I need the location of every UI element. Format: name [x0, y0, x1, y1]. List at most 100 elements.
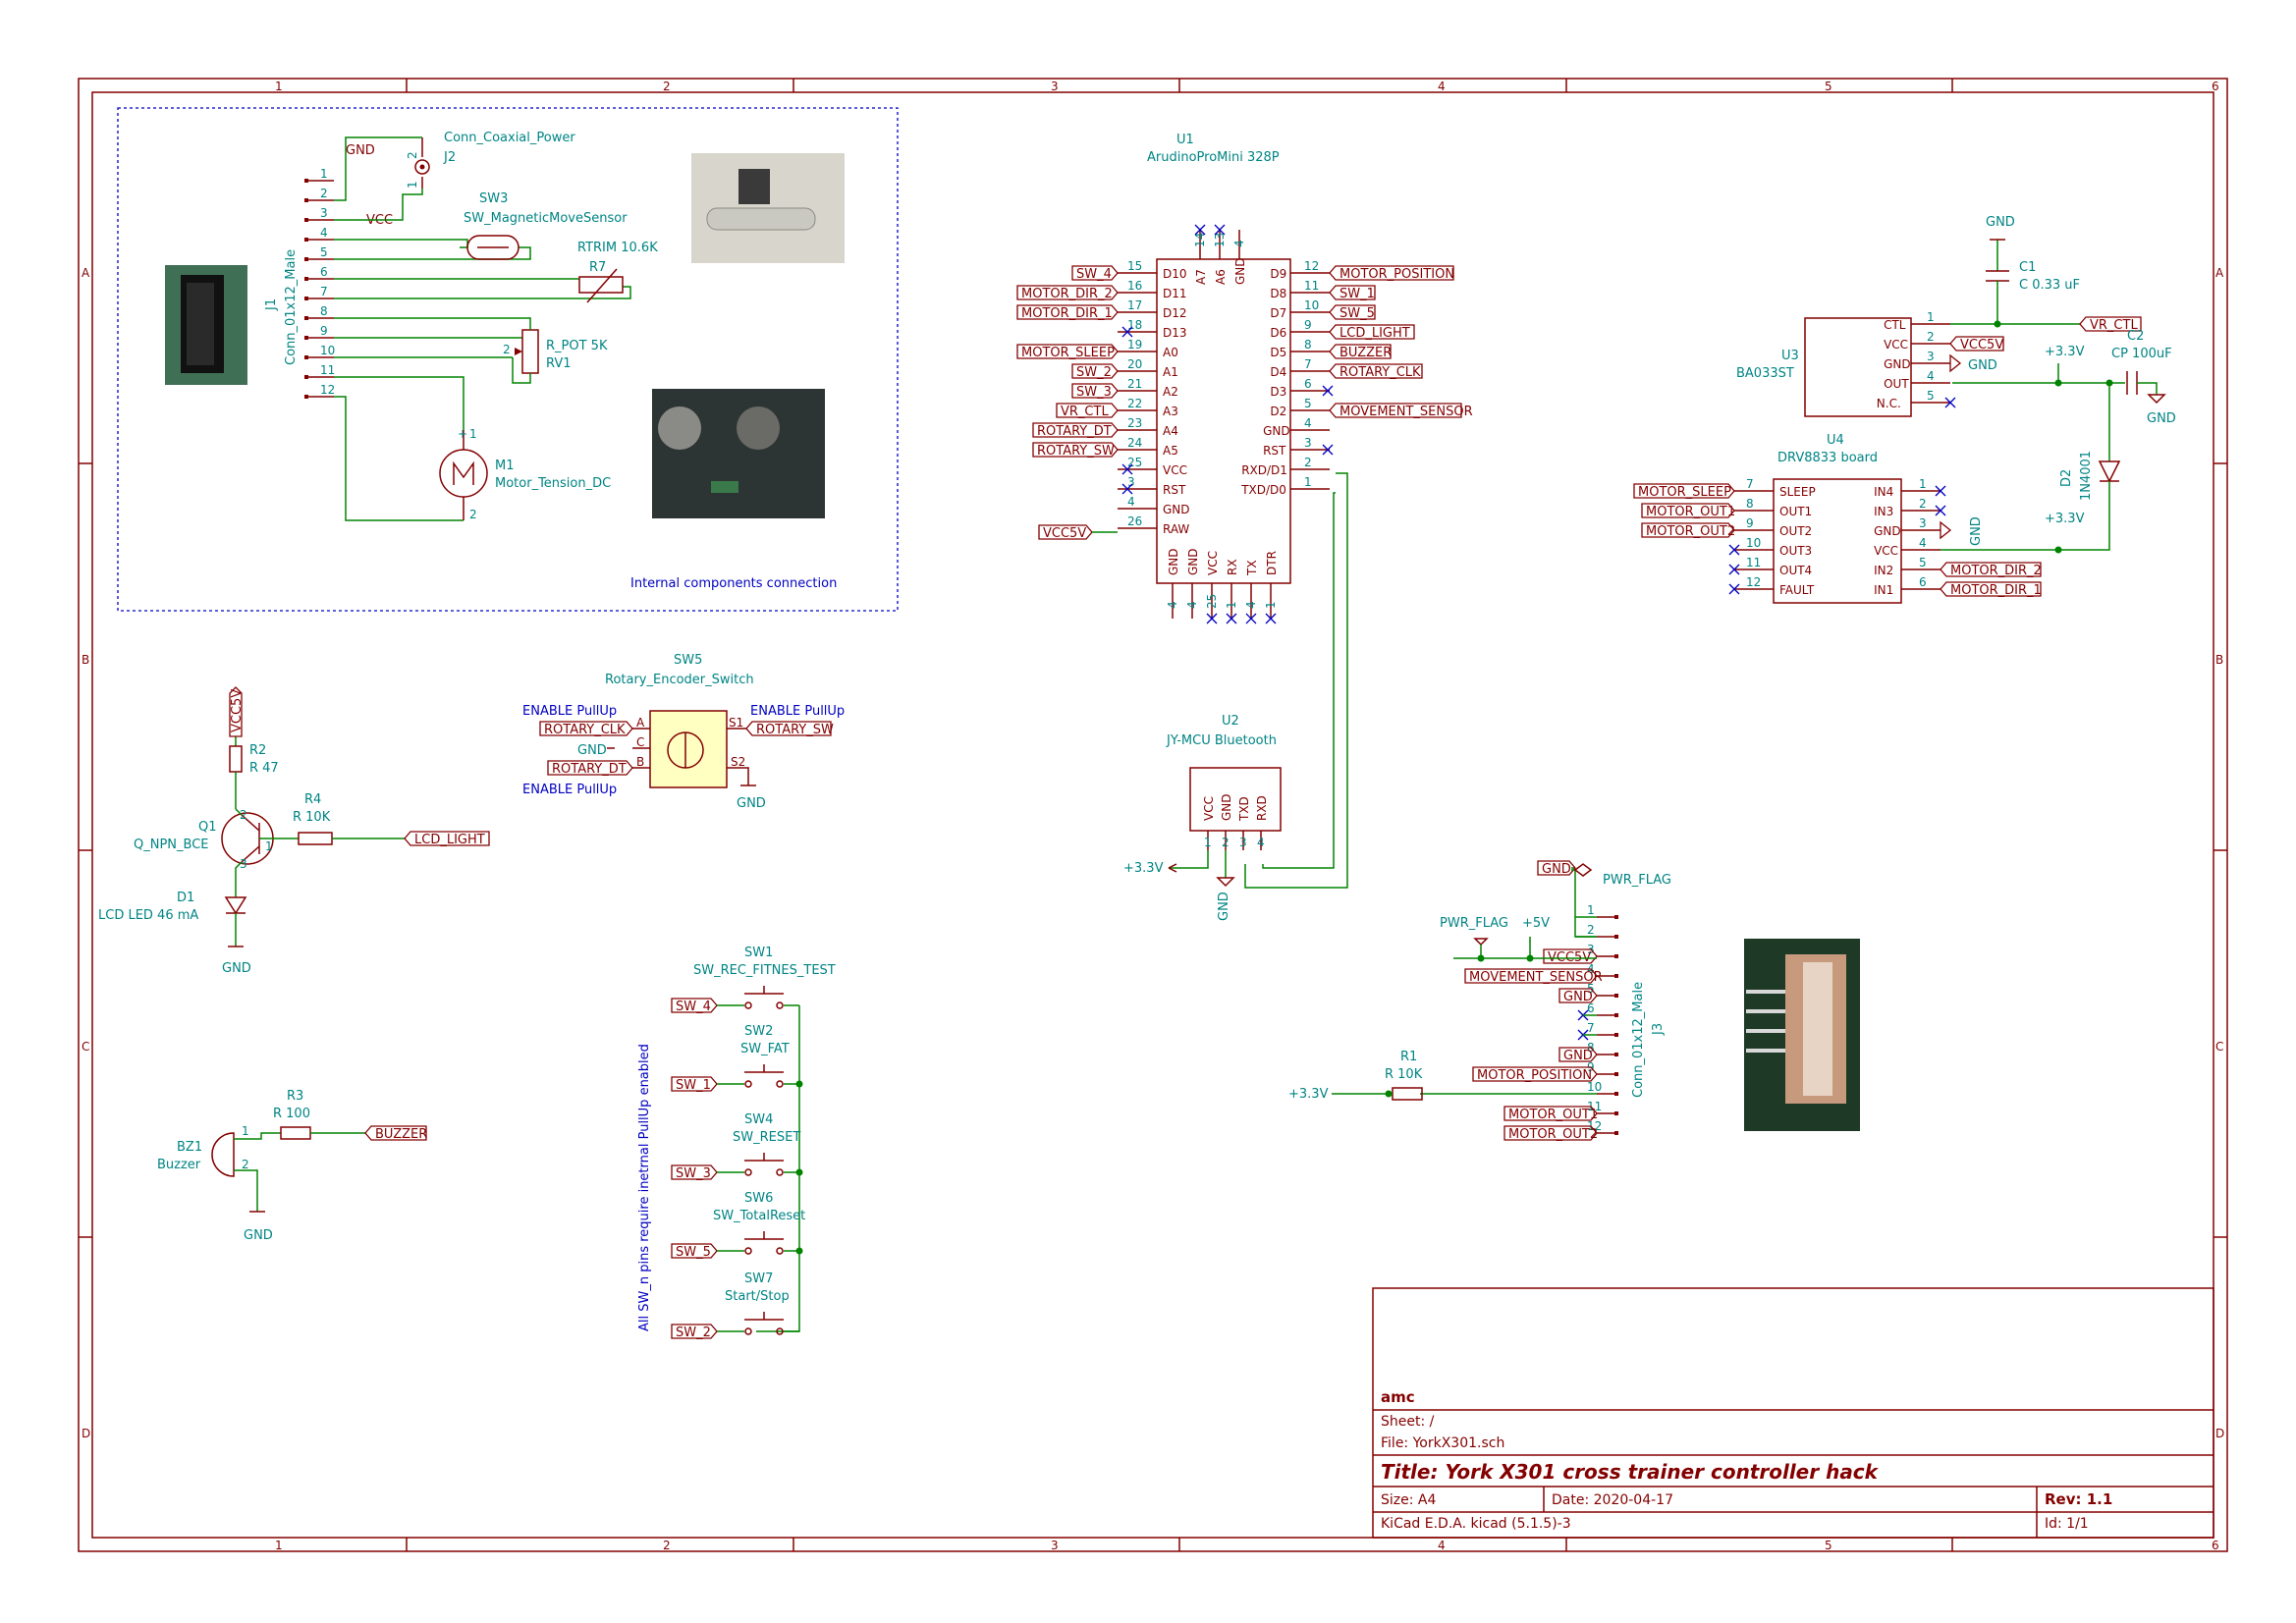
- switches-note: All SW_n pins require inetrnal PullUp en…: [637, 1044, 652, 1331]
- u4-left-pin-number: 8: [1746, 497, 1754, 511]
- u1-top-pin-number: 13: [1213, 233, 1227, 247]
- switch-ref: SW7: [744, 1271, 773, 1286]
- u1-right-pin-name: RXD/D1: [1241, 463, 1287, 477]
- bz1-ref: BZ1: [177, 1140, 202, 1155]
- u1-left-pin-number: 22: [1127, 397, 1142, 410]
- switch-label-sw_1-shape: [671, 1076, 718, 1092]
- j2-value: Conn_Coaxial_Power: [444, 131, 575, 145]
- u1-bottom-pin-name: DTR: [1265, 551, 1279, 575]
- j3-label-vcc5v-3-shape: [1543, 948, 1598, 964]
- u1-label-sw_4: SW_4: [1076, 267, 1112, 282]
- switch-label-sw_4-shape: [671, 998, 718, 1013]
- col-label-top-1: 1: [275, 80, 283, 93]
- u1-left-pin-number: 19: [1127, 338, 1142, 352]
- u1-left-pin-name: A5: [1163, 444, 1178, 458]
- u1-right-pin-number: 3: [1304, 436, 1312, 450]
- m1-motor: + 1 2 M1 Motor_Tension_DC: [439, 427, 611, 521]
- j1-pin-number: 6: [320, 265, 328, 279]
- sw3-value: SW_MagneticMoveSensor: [464, 211, 628, 226]
- sw5-label-rotary-clk-shape: [539, 721, 633, 736]
- bz1-pin1: 1: [242, 1124, 249, 1138]
- u1-label-motor_dir_1: MOTOR_DIR_1: [1021, 306, 1113, 321]
- wire-u1-rxd-u2: [1244, 472, 1348, 889]
- rv1-ref: RV1: [546, 356, 572, 371]
- j3-pin-number: 2: [1587, 923, 1595, 937]
- u4-right-pin-name: IN1: [1874, 583, 1893, 597]
- internal-wires: [334, 136, 631, 521]
- u3-pin-name: N.C.: [1877, 397, 1901, 410]
- frame-column-labels: 1 2 3 4 5 6 1 2 3 4 5 6 A B C D A B C D: [82, 80, 2224, 1552]
- u2-value: JY-MCU Bluetooth: [1166, 733, 1277, 748]
- r7-ref: R7: [589, 260, 606, 275]
- u3-label-vr-ctl-shape: [2079, 316, 2142, 332]
- sw5-pin-s2: S2: [731, 755, 745, 769]
- u4-left-pin-name: OUT1: [1779, 505, 1812, 518]
- u1-left-pin-number: 17: [1127, 298, 1142, 312]
- sw5-pin-s1: S1: [729, 716, 743, 730]
- m1-value: Motor_Tension_DC: [495, 476, 611, 491]
- col-label-top-2: 2: [663, 80, 671, 93]
- j1-pin-number: 7: [320, 285, 328, 298]
- switch-value: SW_FAT: [740, 1042, 790, 1056]
- bz1-buzzer: 1 2 BZ1 Buzzer R3 R 100 GND: [157, 1089, 365, 1243]
- j2-pin1: 1: [406, 181, 419, 189]
- col-label-bottom-6: 6: [2212, 1539, 2219, 1552]
- inner-frame: [91, 91, 2214, 1539]
- c2-gnd-label: GND: [2147, 411, 2176, 426]
- u1-left-pin-number: 20: [1127, 357, 1142, 371]
- j1-gnd-label: GND: [346, 143, 375, 158]
- j3-pin-number: 7: [1587, 1021, 1595, 1035]
- u1-label-rotary_sw-shape: [1032, 442, 1119, 458]
- u1-label-motor_dir_2: MOTOR_DIR_2: [1021, 287, 1113, 301]
- c1-capacitor: GND C1 C 0.33 uF: [1986, 215, 2080, 324]
- q1-vcc5v-label: VCC5V: [230, 689, 245, 732]
- u1-label-rotary_sw: ROTARY_SW: [1037, 444, 1115, 459]
- u4-label-motor_dir_2-shape: [1940, 562, 2042, 577]
- u4-left-pin-name: OUT4: [1779, 564, 1812, 577]
- u3-value: BA033ST: [1736, 366, 1794, 381]
- row-label-left-B: B: [82, 653, 89, 667]
- q1-gnd-label: GND: [222, 961, 251, 976]
- q1-pin1: 1: [265, 839, 273, 853]
- u1-left-pin-name: D12: [1163, 306, 1187, 320]
- row-label-right-B: B: [2215, 653, 2223, 667]
- u1-label-motor_position-shape: [1329, 265, 1454, 281]
- u1-right-pin-name: D5: [1270, 346, 1286, 359]
- bz1-label-buzzer: BUZZER: [375, 1127, 427, 1142]
- u1-left-pin-name: D11: [1163, 287, 1187, 300]
- u2-pin-number: 4: [1257, 836, 1265, 849]
- u1-bottom-pin-number: 1: [1264, 601, 1278, 609]
- u1-right-pin-name: TXD/D0: [1240, 483, 1286, 497]
- c2-ref: C2: [2127, 329, 2144, 344]
- row-label-right-A: A: [2215, 266, 2224, 280]
- u4-label-motor_out1: MOTOR_OUT1: [1646, 505, 1735, 519]
- u1-label-vcc5v-shape: [1038, 524, 1093, 540]
- switch-label-sw_2-shape: [671, 1324, 718, 1339]
- u1-label-vcc5v: VCC5V: [1043, 526, 1086, 541]
- u2-pin-name: TXD: [1237, 796, 1251, 822]
- j3-connector: Conn_01x12_Male J3 1GND23VCC5V4MOVEMENT_…: [1288, 860, 1671, 1142]
- u2-gnd-label: GND: [1217, 892, 1231, 921]
- c2-value: CP 100uF: [2111, 347, 2172, 361]
- col-label-top-3: 3: [1051, 80, 1059, 93]
- u1-right-pin-name: D9: [1270, 267, 1286, 281]
- title-block: amc Sheet: / File: YorkX301.sch Title: Y…: [1372, 1287, 2214, 1539]
- u4-label-motor_out2-shape: [1641, 522, 1735, 538]
- q1-label-lcd-light-shape: [404, 831, 490, 846]
- row-label-left-D: D: [82, 1427, 90, 1440]
- u1-bottom-pin-number: 4: [1185, 601, 1199, 609]
- j1-pin-number: 9: [320, 324, 328, 338]
- u1-top-pin-name: A6: [1214, 269, 1228, 285]
- u1-right-pin-name: D3: [1270, 385, 1286, 399]
- u1-label-motor_dir_1-shape: [1016, 304, 1119, 320]
- switch-label-sw_1: SW_1: [676, 1078, 711, 1093]
- junction-c2: [2054, 379, 2062, 387]
- col-label-top-4: 4: [1438, 80, 1446, 93]
- u1-left-pin-number: 23: [1127, 416, 1142, 430]
- j3-label-motor_position-9: MOTOR_POSITION: [1477, 1068, 1592, 1083]
- u1-right-pin-name: D7: [1270, 306, 1286, 320]
- u2-gnd-symbol: [1216, 877, 1235, 888]
- u4-label-motor_dir_1-shape: [1940, 581, 2042, 597]
